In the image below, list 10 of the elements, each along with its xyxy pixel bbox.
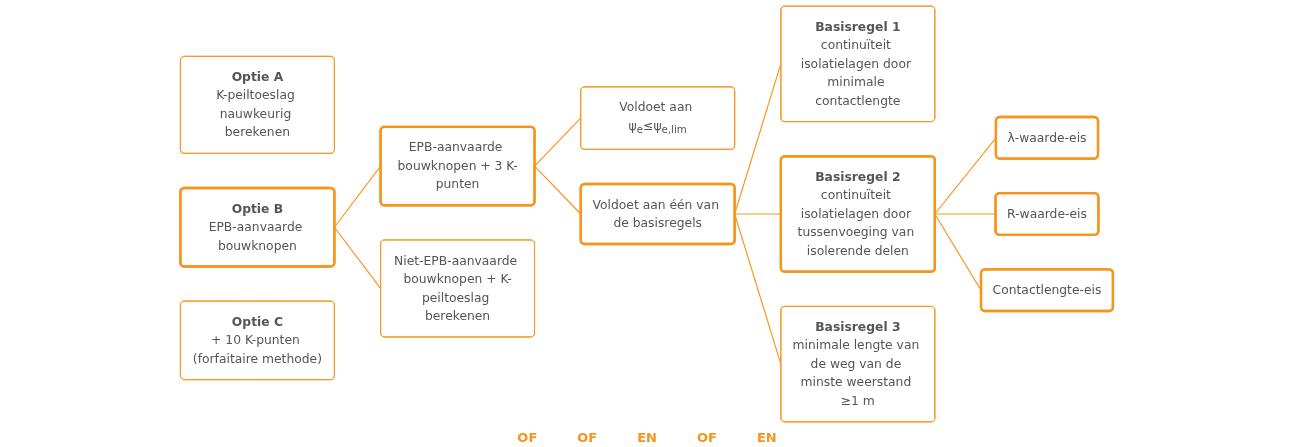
connector (734, 63, 782, 215)
connector-word: EN (637, 430, 657, 445)
connector-word: EN (756, 430, 777, 445)
connector-word: OF (517, 430, 538, 445)
connector-word: OF (577, 430, 598, 445)
connector-word: OF (696, 430, 717, 445)
connector (534, 117, 582, 167)
connector (534, 165, 582, 215)
connector (734, 213, 782, 365)
connector (734, 213, 782, 215)
